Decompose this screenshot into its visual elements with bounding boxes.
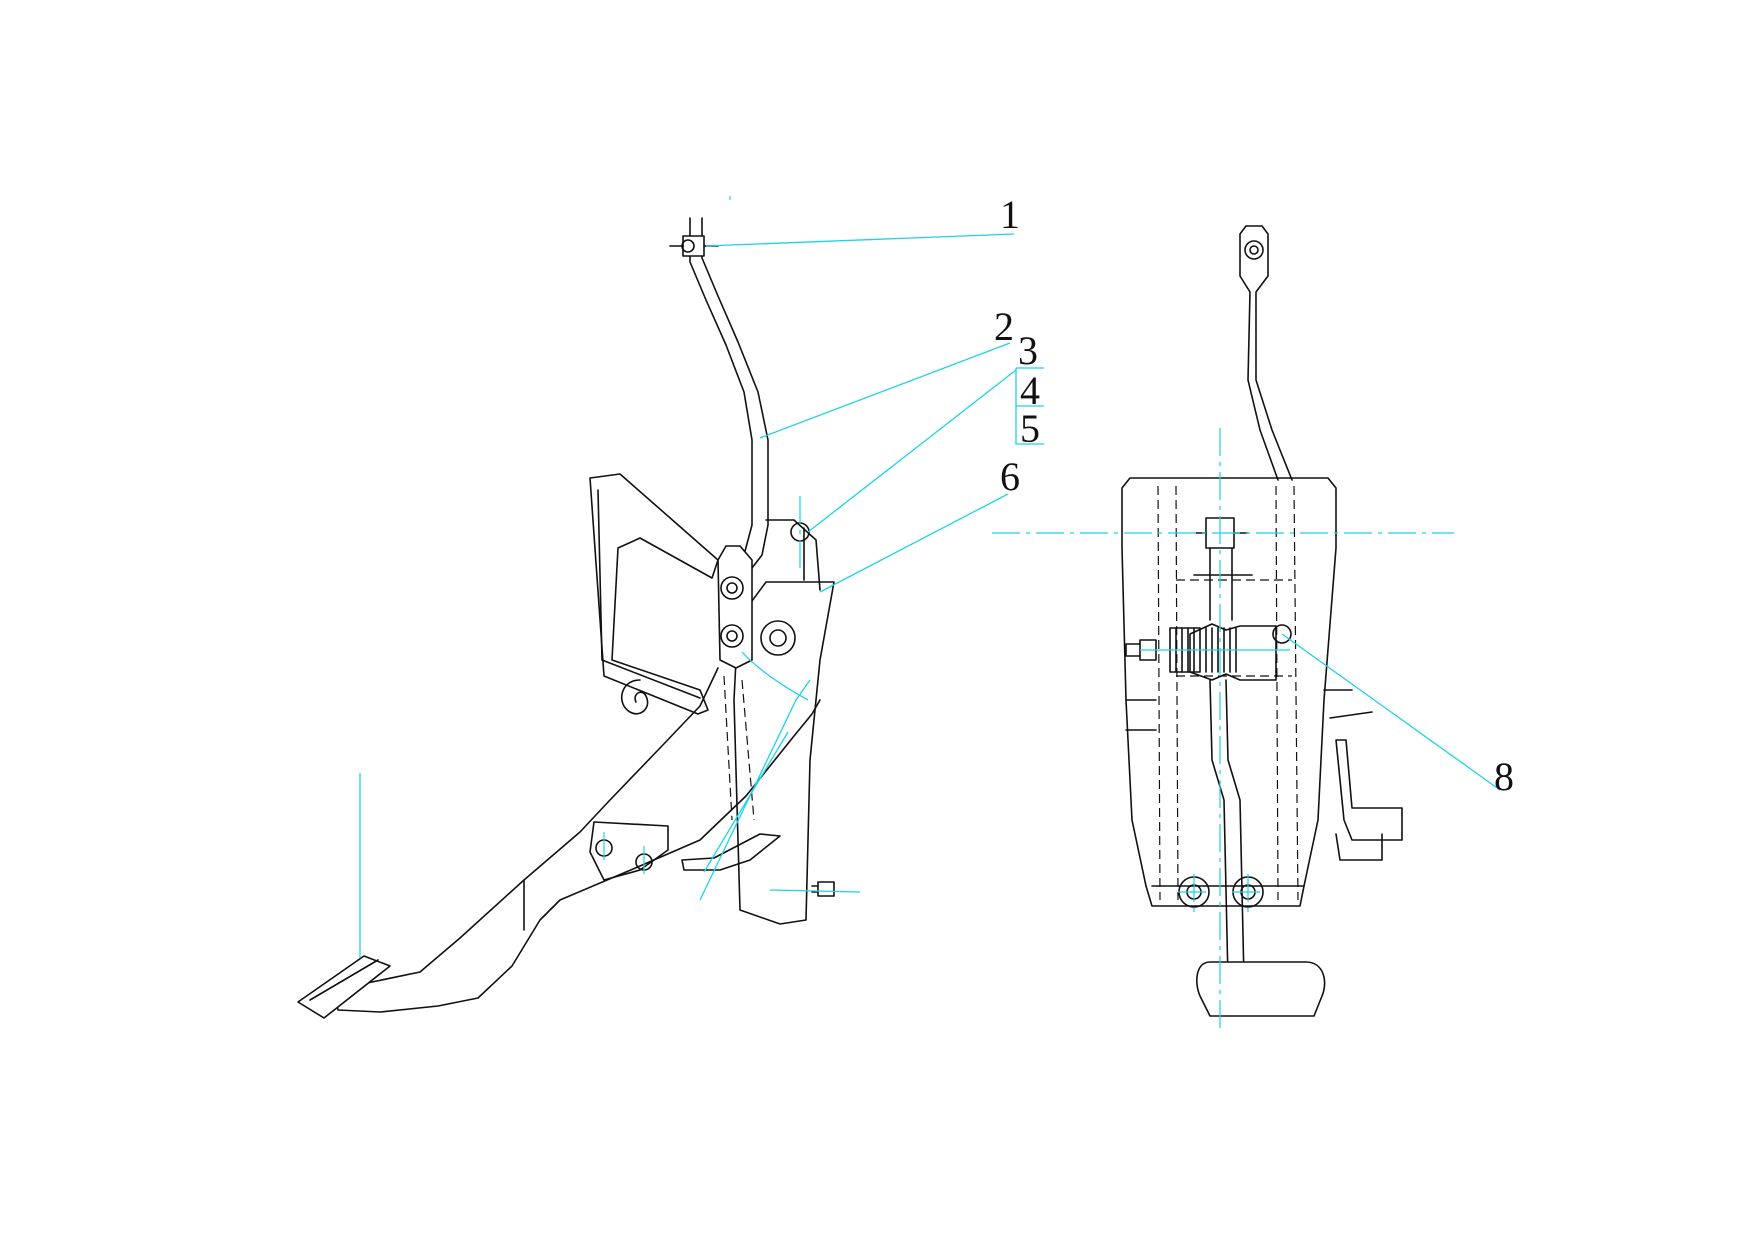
callout-2: 2	[994, 304, 1014, 349]
plate-bolt-lower	[720, 624, 744, 648]
leader-lines	[705, 233, 1501, 791]
front-foot-pad	[1196, 961, 1326, 1017]
callout-4: 4	[1020, 368, 1040, 413]
callout-5: 5	[1020, 406, 1040, 451]
front-view	[992, 225, 1454, 1030]
plate-bolt-upper	[720, 576, 744, 600]
foot-pad	[297, 955, 391, 1019]
side-view	[297, 196, 861, 1019]
stop-bolt	[811, 881, 835, 897]
front-rod-pin	[1244, 240, 1264, 260]
main-pivot	[760, 620, 796, 656]
push-rod	[689, 217, 769, 569]
callout-6: 6	[1000, 454, 1020, 499]
pivot-plate	[717, 545, 753, 669]
front-bracket	[1189, 623, 1277, 681]
stop-tab	[681, 833, 781, 871]
front-push-rod	[1239, 225, 1293, 481]
pedal-lever	[333, 667, 821, 1013]
callouts: 1 2 3 4 5 6 8	[994, 192, 1514, 799]
side-mount	[1329, 711, 1403, 861]
front-pin	[1272, 624, 1292, 644]
callout-1: 1	[1000, 192, 1020, 237]
front-lever	[1209, 679, 1245, 981]
callout-3: 3	[1018, 328, 1038, 373]
housing	[1121, 477, 1337, 907]
callout-8: 8	[1494, 754, 1514, 799]
top-clevis	[1205, 517, 1235, 549]
bracket-plate	[589, 473, 719, 715]
front-stop-bolt	[1125, 639, 1157, 661]
spring-clip	[620, 679, 649, 715]
